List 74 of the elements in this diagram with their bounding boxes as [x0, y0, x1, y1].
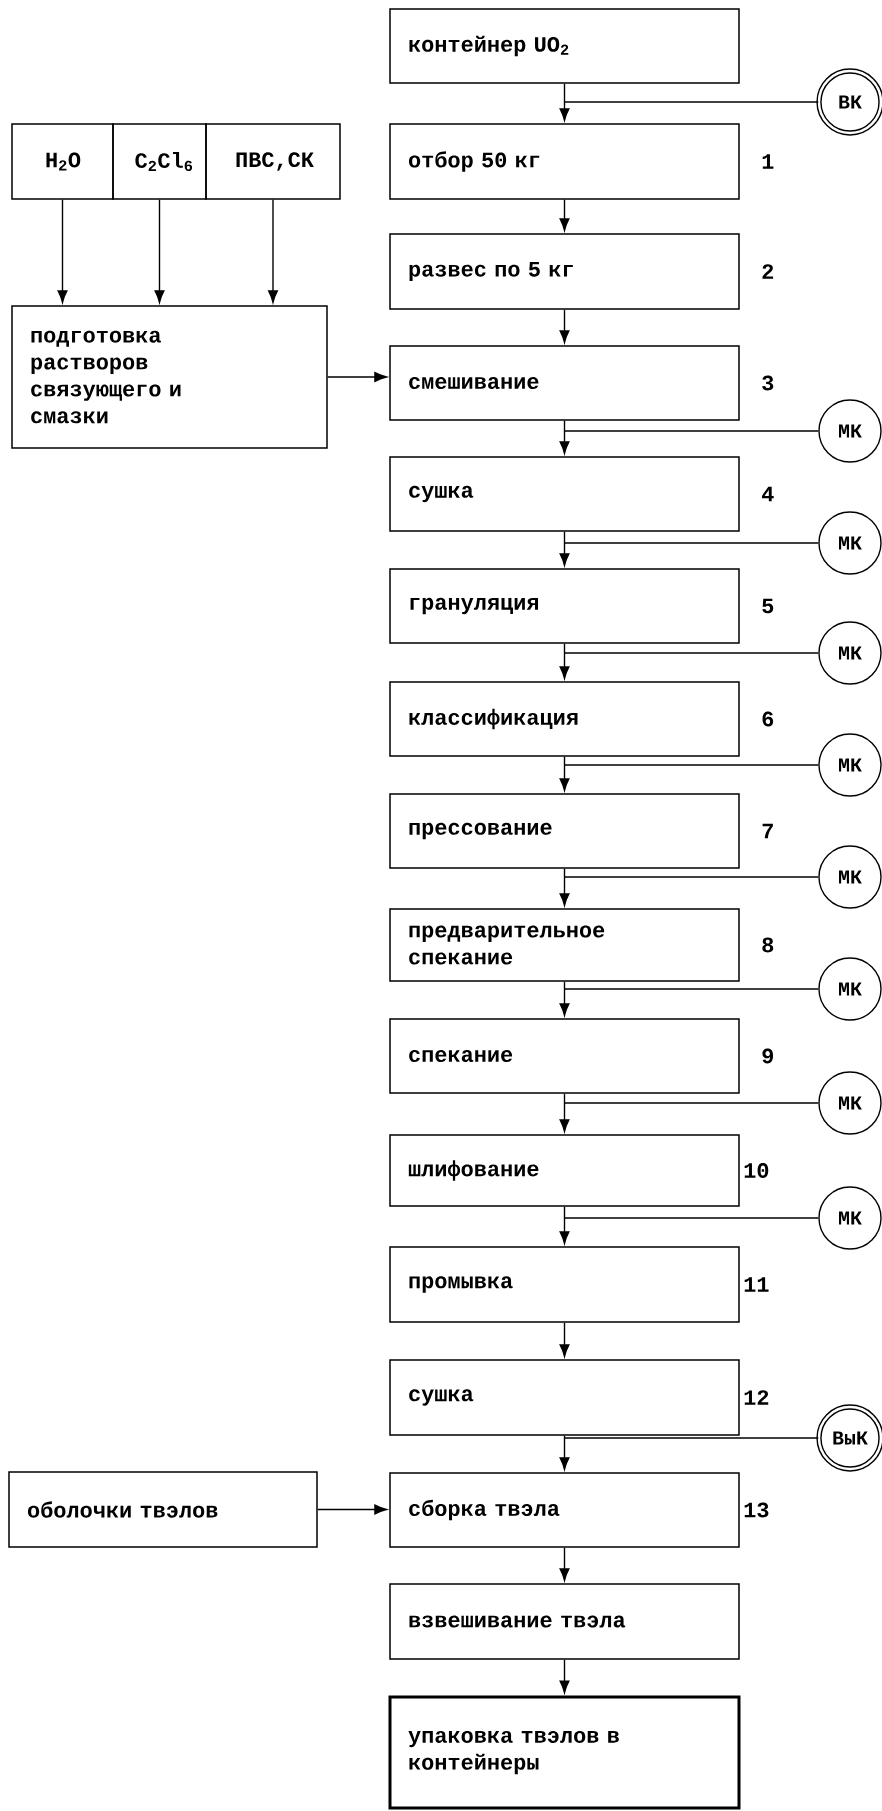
process-box: предварительное спекание	[389, 908, 740, 982]
reagent-box: H$_{2}$O	[11, 123, 114, 200]
process-box: упаковка твэлов в контейнеры	[388, 1695, 741, 1810]
connector-line	[563, 1437, 819, 1439]
arrow	[327, 372, 387, 382]
arrow	[559, 542, 570, 567]
process-box: шлифование	[389, 1134, 740, 1207]
step-number: 12	[744, 1390, 769, 1405]
reagent-box: C$_{2}$Cl$_{6}$	[112, 123, 207, 200]
connector-line	[563, 988, 819, 990]
arrow	[559, 199, 570, 231]
process-box: контейнер UO$_{2}$	[389, 8, 740, 84]
process-box: прессование	[389, 793, 740, 869]
process-box: спекание	[389, 1018, 740, 1094]
connector-line	[563, 868, 566, 878]
process-box: классификация	[389, 681, 740, 757]
connector-line	[563, 1206, 566, 1219]
arrow	[559, 1547, 570, 1581]
arrow	[559, 1102, 570, 1132]
arrow	[559, 1322, 570, 1357]
process-box: смешивание	[389, 345, 740, 421]
connector-line	[563, 1102, 819, 1104]
connector-line	[563, 1093, 566, 1104]
step-number: 5	[762, 598, 774, 614]
step-number: 4	[761, 486, 774, 502]
process-box: промывка	[389, 1246, 740, 1323]
connector-line	[563, 83, 566, 103]
process-box: сушка	[389, 1359, 740, 1436]
connector-line	[563, 101, 819, 103]
step-number: 3	[762, 375, 774, 391]
arrow	[57, 199, 68, 303]
arrow	[317, 1504, 387, 1515]
connector-line	[563, 764, 819, 766]
step-number: 7	[762, 823, 773, 839]
arrow	[154, 199, 165, 303]
arrow	[559, 988, 570, 1016]
connector-line	[563, 542, 819, 544]
step-number: 11	[744, 1277, 769, 1292]
connector-line	[563, 531, 566, 544]
reagent-box: ПВС,СК	[205, 123, 341, 200]
arrow	[268, 199, 278, 303]
arrow	[559, 764, 570, 792]
process-box: оболочки твэлов	[8, 1471, 318, 1548]
step-number: 2	[762, 264, 774, 279]
process-box: сборка твэла	[389, 1472, 740, 1548]
connector-line	[563, 643, 566, 654]
arrow	[559, 1659, 570, 1694]
connector-line	[563, 756, 566, 766]
step-number: 13	[744, 1502, 769, 1518]
arrow	[559, 101, 570, 121]
connector-line	[563, 652, 819, 654]
process-box: грануляция	[389, 568, 740, 644]
arrow	[559, 876, 570, 906]
arrow	[559, 309, 570, 343]
process-box: отбор 50 кг	[389, 123, 740, 200]
step-number: 1	[762, 154, 774, 169]
step-number: 10	[744, 1163, 769, 1178]
connector-line	[563, 981, 566, 990]
process-box: взвешивание твэла	[389, 1583, 740, 1660]
connector-line	[563, 430, 819, 432]
arrow	[559, 1217, 570, 1244]
connector-line	[563, 876, 819, 878]
connector-line	[563, 1435, 566, 1439]
process-box: развес по 5 кг	[389, 233, 740, 310]
process-box: сушка	[389, 456, 740, 532]
arrow	[559, 652, 570, 680]
connector-line	[563, 420, 566, 432]
step-number: 6	[762, 711, 774, 727]
process-box: подготовка растворов связующего и смазки	[11, 305, 328, 449]
arrow	[559, 1437, 570, 1470]
step-number: 9	[762, 1048, 774, 1064]
connector-line	[563, 1217, 819, 1219]
step-number: 8	[762, 937, 774, 953]
arrow	[559, 430, 570, 454]
